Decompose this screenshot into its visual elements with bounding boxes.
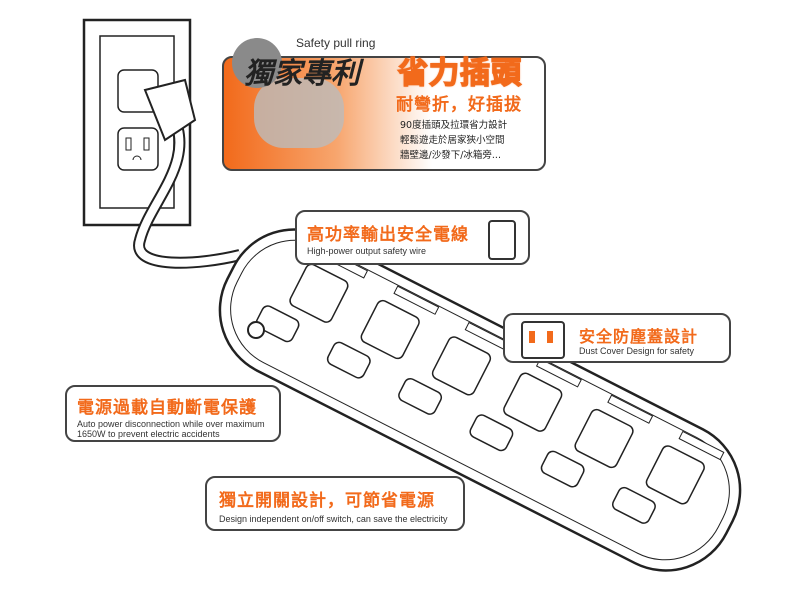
socket (503, 372, 563, 432)
callout-switch-title: 獨立開關設計，可節省電源 (219, 491, 435, 511)
callout-wire: 高功率輸出安全電線 High-power output safety wire (295, 210, 530, 265)
callout-dust-title: 安全防塵蓋設計 (579, 327, 699, 346)
socket (360, 299, 420, 360)
promo-panel: 90度插頭及拉環省力設計 輕鬆遊走於居家狹小空間 牆壁邊/沙發下/冰箱旁... … (222, 56, 546, 171)
callout-overload-title: 電源過載自動斷電保護 (77, 398, 257, 418)
socket-switch[interactable] (468, 413, 515, 453)
patent-badge-icon (232, 38, 282, 88)
promo-desc-line: 牆壁邊/沙發下/冰箱旁... (400, 150, 501, 161)
socket-switch[interactable] (611, 486, 658, 526)
socket-switch[interactable] (397, 377, 444, 417)
overload-breaker-button (247, 321, 265, 339)
callout-switch: 獨立開關設計，可節省電源 Design independent on/off s… (205, 476, 465, 531)
socket-switch[interactable] (539, 449, 586, 489)
socket (574, 408, 634, 469)
callout-dust-subtitle: Dust Cover Design for safety (579, 346, 695, 356)
callout-wire-subtitle: High-power output safety wire (307, 246, 427, 256)
socket (289, 263, 349, 323)
promo-headline: 省力插頭 (397, 55, 522, 92)
callout-wire-title: 高功率輸出安全電線 (307, 225, 469, 245)
safety-pull-ring-label: Safety pull ring (296, 36, 376, 50)
promo-desc-line: 輕鬆遊走於居家狹小空間 (400, 135, 505, 146)
plug-illustration (254, 78, 344, 148)
callout-overload: 電源過載自動斷電保護 Auto power disconnection whil… (65, 385, 281, 442)
socket-switch[interactable] (326, 340, 373, 380)
socket (431, 336, 492, 396)
vent-slots (607, 394, 654, 424)
promo-desc-line: 90度插頭及拉環省力設計 (400, 120, 508, 131)
callout-dust-cover: 安全防塵蓋設計 Dust Cover Design for safety (503, 313, 731, 363)
callout-switch-subtitle: Design independent on/off switch, can sa… (219, 514, 448, 524)
callout-overload-subtitle-1: Auto power disconnection while over maxi… (77, 419, 265, 429)
plug-icon (143, 78, 197, 142)
callout-overload-subtitle-2: 1650W to prevent electric accidents (77, 429, 220, 439)
patent-badge-text: 獨家專利 (244, 56, 361, 90)
wire-cross-section-icon (488, 220, 516, 260)
socket (645, 445, 705, 505)
dust-cover-socket-icon (521, 321, 565, 359)
socket-switch[interactable] (254, 304, 301, 344)
promo-subheadline: 耐彎折，好插拔 (396, 95, 522, 115)
vent-slots (678, 430, 725, 461)
vent-slots (393, 285, 440, 315)
